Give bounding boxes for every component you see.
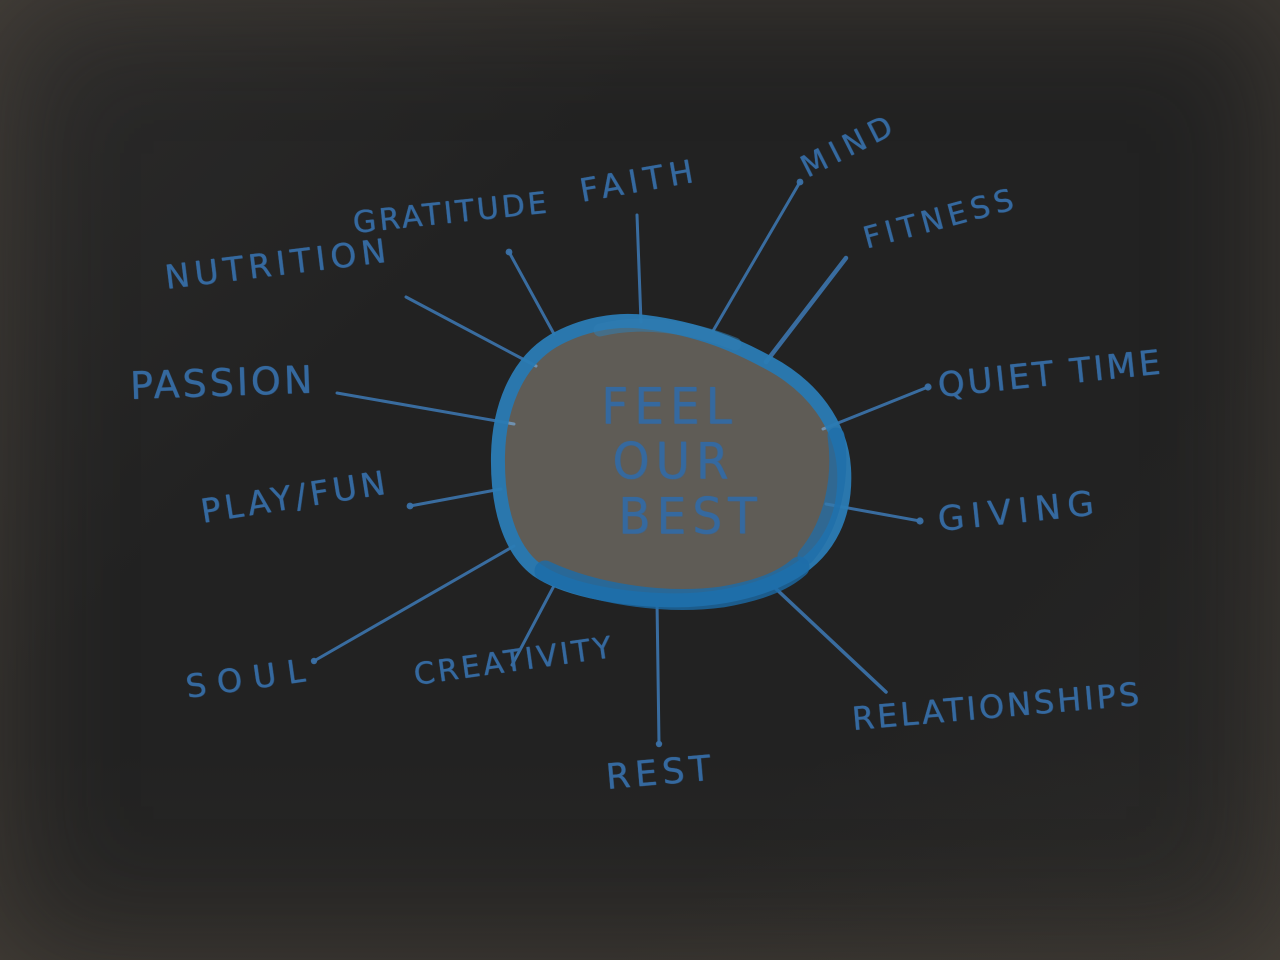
spoke-dot (924, 383, 932, 391)
spoke-gratitude (507, 250, 556, 336)
spoke-quiet-time (821, 385, 930, 431)
spoke-rest (655, 599, 661, 746)
spoke-dot (916, 517, 924, 525)
spoke-fitness (763, 255, 849, 365)
spoke-nutrition (404, 295, 538, 368)
spoke-faith (635, 213, 643, 324)
center-node-outline-heavy-top (593, 318, 742, 351)
node-label-passion: PASSION (129, 357, 316, 408)
spoke-dot (310, 657, 318, 665)
spoke-passion (335, 391, 516, 426)
spoke-play-fun (408, 487, 503, 508)
spoke-relationships (771, 584, 888, 694)
center-node: FEEL OUR BEST (552, 377, 787, 547)
center-node-outline-heavy-bottom (534, 556, 810, 610)
center-line-2: OUR (612, 433, 735, 492)
spoke-dot (655, 740, 663, 748)
spoke-dot (406, 502, 414, 510)
center-line-3: BEST (618, 488, 763, 547)
center-line-1: FEEL (601, 377, 738, 437)
spoke-dot (505, 248, 513, 256)
spoke-dot (796, 178, 804, 186)
center-node-outline-heavy-right (797, 427, 847, 565)
spoke-creativity (510, 580, 558, 667)
spoke-soul (312, 544, 516, 663)
spoke-mind (711, 180, 802, 333)
